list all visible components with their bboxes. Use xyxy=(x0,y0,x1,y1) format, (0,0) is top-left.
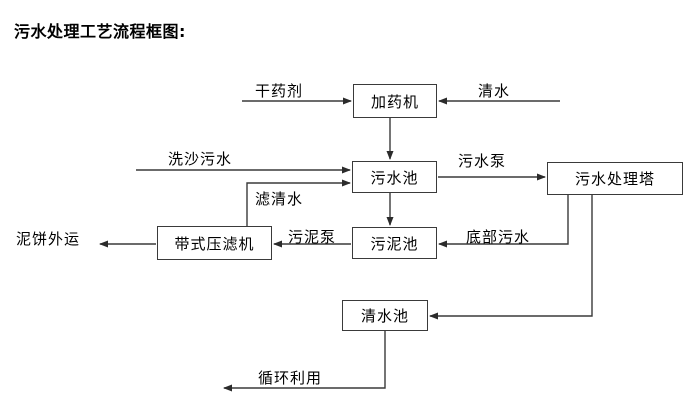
node-label: 加药机 xyxy=(370,92,419,111)
edge-label-recycle-reuse: 循环利用 xyxy=(258,369,323,387)
edge-label-sand-wash-sewage: 洗沙污水 xyxy=(168,150,233,168)
node-belt-filter-press[interactable]: 带式压滤机 xyxy=(157,226,272,260)
node-label: 污水池 xyxy=(370,168,419,187)
edge-tower-to-sludgepool xyxy=(438,195,569,248)
edge-label-filtrate-water: 滤清水 xyxy=(255,190,304,208)
edge-label-sludge-pump: 污泥泵 xyxy=(288,228,337,246)
edge-label-sewage-pump: 污水泵 xyxy=(458,152,507,170)
edge-beltpress-to-sewagepool xyxy=(246,179,351,226)
node-sludge-pool[interactable]: 污泥池 xyxy=(352,227,437,259)
node-sewage-pool[interactable]: 污水池 xyxy=(352,161,437,193)
node-label: 清水池 xyxy=(360,307,409,325)
edge-label-dry-agent: 干药剂 xyxy=(255,82,304,100)
node-label: 污泥池 xyxy=(370,234,419,253)
node-clear-water-pool[interactable]: 清水池 xyxy=(342,300,428,331)
edge-label-bottom-sewage: 底部污水 xyxy=(466,228,531,246)
node-dosing-machine[interactable]: 加药机 xyxy=(353,84,437,118)
node-treatment-tower[interactable]: 污水处理塔 xyxy=(547,162,683,195)
edge-label-clean-water: 清水 xyxy=(478,82,511,100)
node-label: 污水处理塔 xyxy=(574,170,655,188)
terminal-label-mudcake-transport: 泥饼外运 xyxy=(16,230,81,248)
edge-tower-to-clearpool xyxy=(429,195,593,320)
edge-clearpool-recycle xyxy=(223,331,386,392)
node-label: 带式压滤机 xyxy=(174,234,255,253)
page-title: 污水处理工艺流程框图: xyxy=(14,22,186,41)
